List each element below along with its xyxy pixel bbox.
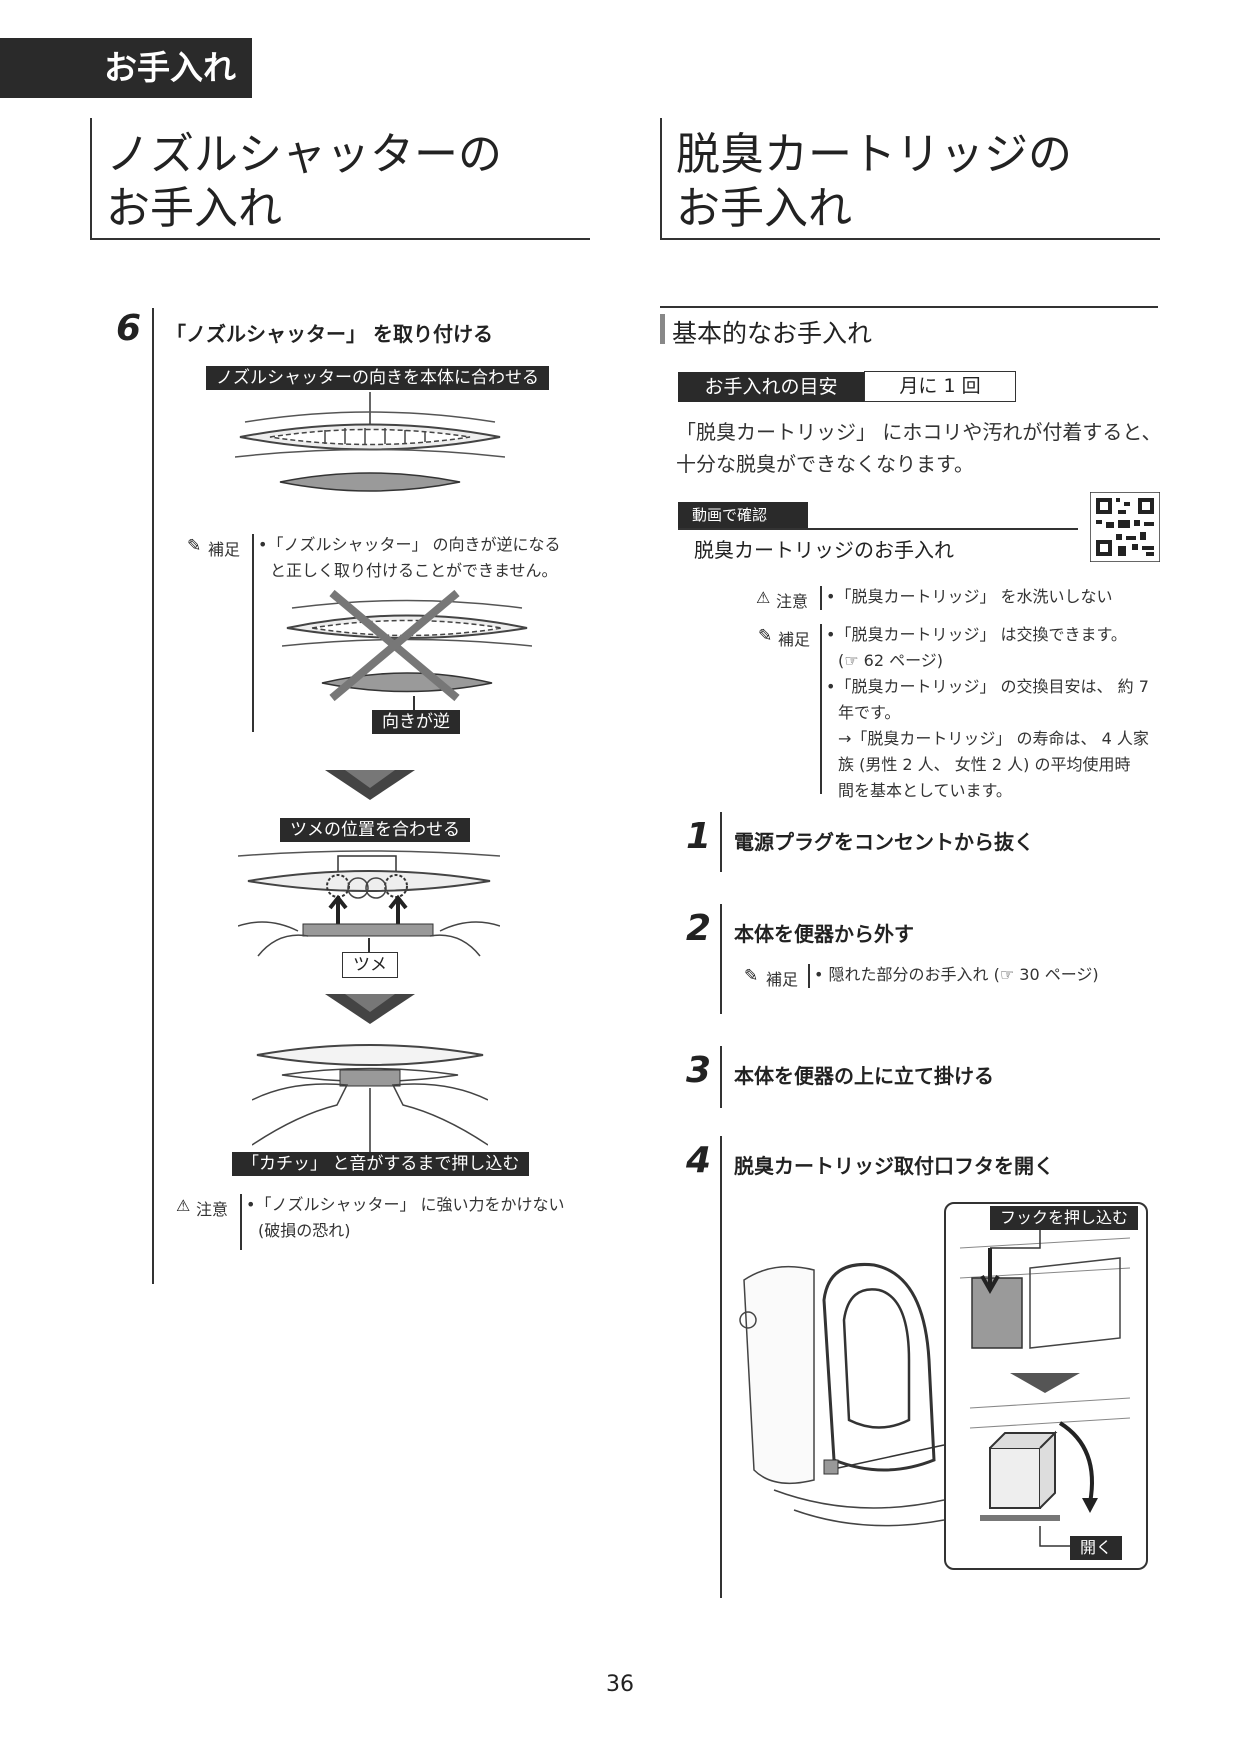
video-title[interactable]: 脱臭カートリッジのお手入れ [694,538,954,562]
label-align-direction: ノズルシャッターの向きを本体に合わせる [206,366,549,390]
nozzle-shutter-illustration [235,392,505,492]
toilet-illustration [739,1262,945,1527]
label-reversed: 向きが逆 [372,710,460,734]
step4-title: 脱臭カートリッジ取付口フタを開く [734,1154,1054,1178]
down-arrow-icon [325,994,415,1024]
section-tab: お手入れ [0,38,252,98]
label-push-hook: フックを押し込む [990,1206,1139,1230]
step6-title: 「ノズルシャッター」 を取り付ける [166,322,493,346]
step3-title: 本体を便器の上に立て掛ける [734,1064,994,1088]
supplement-text-2: と正しく取り付けることができません。 [270,561,558,580]
claw-alignment-illustration [238,850,500,957]
step3-number: 3 [686,1050,712,1091]
warning-icon: ⚠ [176,1196,191,1215]
pencil-icon: ✎ [187,536,202,556]
leader-line [368,938,370,958]
section-heading: 基本的なお手入れ [672,319,873,348]
leader-line [413,696,415,716]
right-supplement-bar [820,624,822,794]
supplement-bar [252,534,254,732]
step2-number: 2 [686,908,712,949]
pencil-icon: ✎ [758,626,773,646]
push-click-illustration [252,1044,488,1162]
caution-text-2: (破損の恐れ) [258,1221,351,1240]
page-number: 36 [606,1672,634,1697]
left-title-box [90,118,590,240]
supplement-line: 族 (男性 2 人、 女性 2 人) の平均使用時 [838,755,1131,774]
right-caution-text: •「脱臭カートリッジ」 を水洗いしない [826,587,1113,606]
step4-line [720,1136,722,1598]
detail-illustration [959,1218,1131,1547]
step2-supplement-bar [808,964,810,988]
step4-number: 4 [686,1140,712,1181]
intro-line-2: 十分な脱臭ができなくなります。 [676,452,974,476]
supplement-line: •「脱臭カートリッジ」 の交換目安は、 約 7 [826,677,1149,696]
qr-code-icon[interactable] [1090,492,1160,562]
supplement-text-1: •「ノズルシャッター」 の向きが逆になる [258,535,561,554]
video-badge: 動画で確認 [678,502,808,528]
supplement-line: →「脱臭カートリッジ」 の寿命は、 4 人家 [838,729,1149,748]
step3-line [720,1046,722,1108]
step2-title: 本体を便器から外す [734,922,914,946]
right-supplement-head: 補足 [778,630,811,649]
supplement-line: •「脱臭カートリッジ」 は交換できます。 [826,625,1127,644]
step1-line [720,812,722,872]
caution-text-1: •「ノズルシャッター」 に強い力をかけない [246,1195,565,1214]
right-caution-bar [820,586,822,610]
section-marker [660,314,665,344]
step1-number: 1 [686,816,712,857]
caution-bar [240,1194,242,1250]
step6-number: 6 [116,308,142,349]
supplement-line: 間を基本としています。 [838,781,1012,800]
step2-supplement-text[interactable]: • 隠れた部分のお手入れ (☞ 30 ページ) [814,965,1099,984]
step1-title: 電源プラグをコンセントから抜く [734,830,1034,854]
warning-icon: ⚠ [756,588,771,607]
pencil-icon: ✎ [744,966,759,986]
left-page-title: ノズルシャッターの お手入れ [106,129,502,234]
supplement-head: 補足 [208,540,241,559]
down-arrow-icon [325,770,415,800]
video-rule [678,528,1078,530]
label-push-click: 「カチッ」 と音がするまで押し込む [232,1152,530,1176]
caution-head: 注意 [196,1200,229,1219]
step6-line [152,308,154,1284]
step2-supplement-head: 補足 [766,970,799,989]
section-rule [660,306,1158,308]
label-claw-align: ツメの位置を合わせる [280,818,470,842]
supplement-line: (☞ 62 ページ) [838,651,944,670]
frequency-value: 月に 1 回 [864,371,1016,402]
reversed-shutter-illustration [282,589,532,702]
supplement-line: 年です。 [838,703,901,722]
right-page-title: 脱臭カートリッジの お手入れ [676,129,1072,234]
intro-line-1: 「脱臭カートリッジ」 にホコリや汚れが付着すると、 [676,420,1162,444]
step2-line [720,904,722,1014]
label-open: 開く [1070,1536,1123,1560]
right-caution-head: 注意 [776,592,809,611]
right-title-box [660,118,1160,240]
frequency-label: お手入れの目安 [678,372,864,402]
label-claw: ツメ [342,952,398,978]
